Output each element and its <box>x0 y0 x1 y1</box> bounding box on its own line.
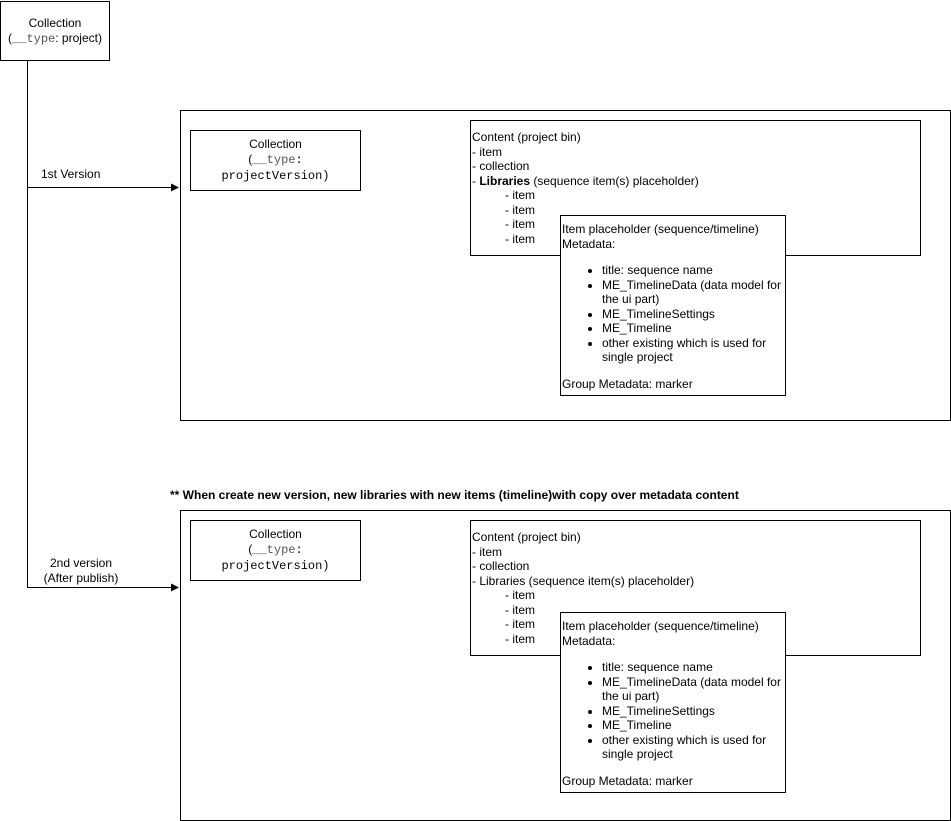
metadata-bullet: other existing which is used for single … <box>602 336 785 365</box>
version-note: ** When create new version, new librarie… <box>170 488 739 502</box>
root-collection-type: (__type: project) <box>8 30 102 46</box>
version1-collection-title: Collection <box>249 137 302 151</box>
version2-metadata-list: title: sequence name ME_TimelineData (da… <box>562 660 785 762</box>
metadata-bullet: ME_TimelineData (data model for the ui p… <box>602 675 785 704</box>
version2-collection-type: (__type: projectVersion) <box>221 542 330 573</box>
edge-label-second-version: 2nd version (After publish) <box>43 556 119 585</box>
metadata-bullet: ME_TimelineSettings <box>602 307 785 322</box>
root-collection-node: Collection (__type: project) <box>0 1 110 61</box>
version1-content-libraries: - Libraries (sequence item(s) placeholde… <box>472 173 699 188</box>
metadata-bullet: ME_TimelineData (data model for the ui p… <box>602 278 785 307</box>
metadata-bullet: ME_Timeline <box>602 321 785 336</box>
version1-library-item: - item <box>505 188 535 202</box>
edge-root-to-v2 <box>27 187 179 592</box>
version1-metadata-list: title: sequence name ME_TimelineData (da… <box>562 263 785 365</box>
version2-content-node: Content (project bin) - item - collectio… <box>470 520 921 656</box>
version1-collection-type: (__type: projectVersion) <box>221 152 330 183</box>
version1-placeholder-title: Item placeholder (sequence/timeline) <box>562 222 759 236</box>
version1-library-item: - item <box>505 217 535 231</box>
version2-content-item: - item <box>472 544 502 559</box>
edge-label-first-version: 1st Version <box>41 167 101 181</box>
version2-library-item: - item <box>505 588 535 602</box>
version2-library-item: - item <box>505 602 535 617</box>
version1-collection-node: Collection (__type: projectVersion) <box>190 130 361 191</box>
version2-item-placeholder-node: Item placeholder (sequence/timeline) Met… <box>560 612 786 793</box>
version1-item-placeholder-node: Item placeholder (sequence/timeline) Met… <box>560 215 786 396</box>
metadata-bullet: ME_TimelineSettings <box>602 704 785 719</box>
version1-content-collection: - collection <box>472 159 530 173</box>
version2-content-title: Content (project bin) <box>472 530 581 544</box>
version1-placeholder-metadata-label: Metadata: <box>562 236 616 251</box>
version2-collection-node: Collection (__type: projectVersion) <box>190 520 361 581</box>
root-collection-title: Collection <box>28 15 82 30</box>
version2-content-libraries: - Libraries (sequence item(s) placeholde… <box>472 573 695 588</box>
version2-placeholder-title: Item placeholder (sequence/timeline) <box>562 619 759 633</box>
version1-group-metadata: Group Metadata: marker <box>562 376 693 391</box>
metadata-bullet: other existing which is used for single … <box>602 733 785 762</box>
metadata-bullet: ME_Timeline <box>602 718 785 733</box>
version2-library-item: - item <box>505 617 535 631</box>
metadata-bullet: title: sequence name <box>602 660 785 675</box>
metadata-bullet: title: sequence name <box>602 263 785 278</box>
version2-library-item: - item <box>505 631 535 646</box>
version2-collection-title: Collection <box>249 527 302 541</box>
version1-content-item: - item <box>472 144 502 159</box>
version1-library-item: - item <box>505 202 535 217</box>
version1-library-item: - item <box>505 231 535 246</box>
version2-content-collection: - collection <box>472 559 530 573</box>
version2-placeholder-metadata-label: Metadata: <box>562 633 616 648</box>
version1-content-title: Content (project bin) <box>472 130 581 144</box>
version2-group-metadata: Group Metadata: marker <box>562 773 693 788</box>
